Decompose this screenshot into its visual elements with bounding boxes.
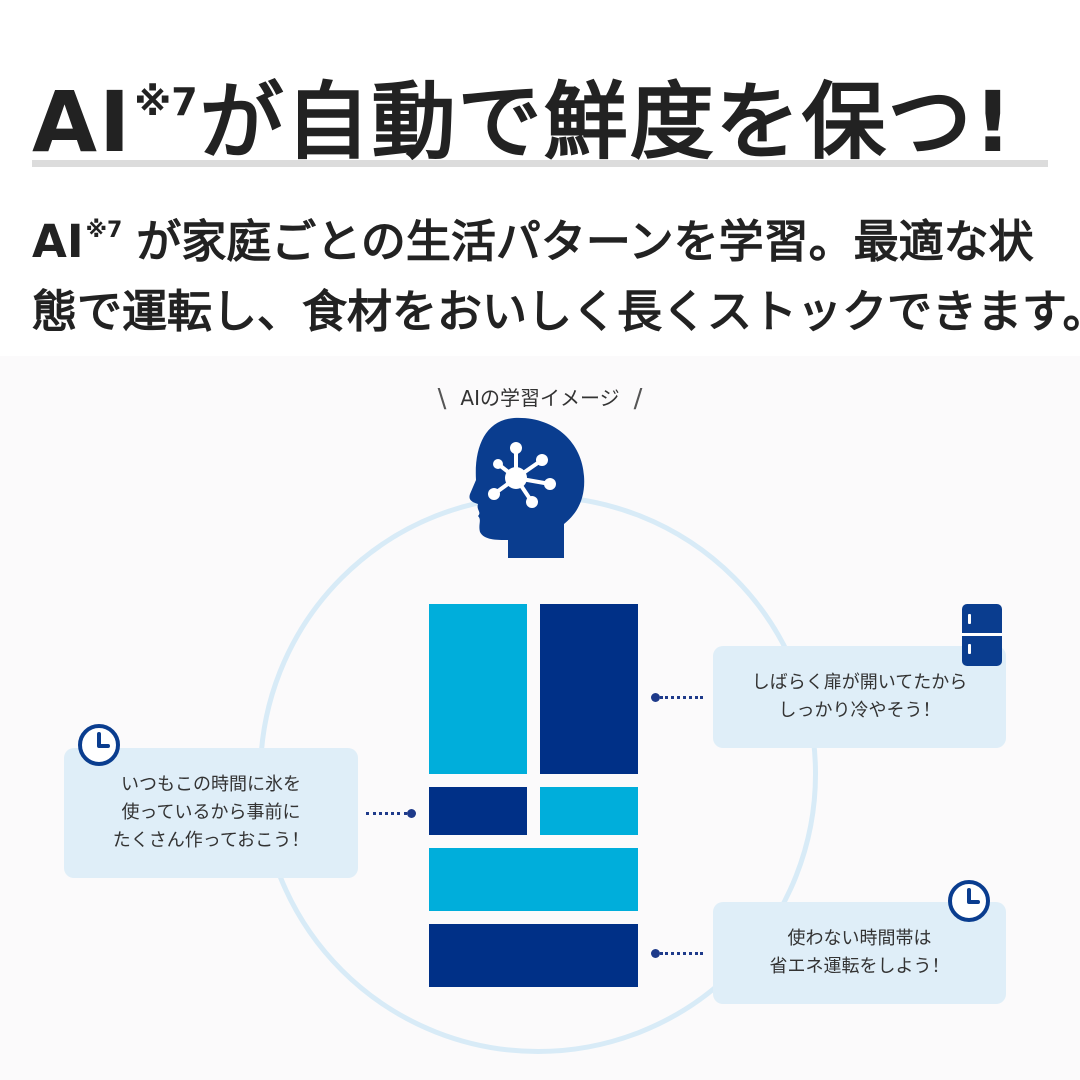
headline-ai: AI [32, 73, 133, 171]
switch-drawer [540, 787, 638, 835]
clock-icon [78, 724, 120, 766]
vegetable-drawer [429, 924, 638, 987]
bubble-ice: いつもこの時間に氷を 使っているから事前に たくさん作っておこう！ [64, 748, 358, 878]
ice-drawer [429, 787, 527, 835]
connector-dot [651, 692, 660, 702]
freezer-drawer [429, 848, 638, 911]
caption-text: AIの学習イメージ [460, 386, 620, 410]
connector-door-open [651, 692, 703, 702]
fridge-left-door [429, 604, 527, 774]
bubble-energy-save-line-2: 省エネ運転をしよう！ [769, 956, 950, 977]
connector-dot [407, 808, 416, 818]
bubble-energy-save: 使わない時間帯は 省エネ運転をしよう！ [713, 902, 1006, 1004]
headline-text: が自動で鮮度を保つ! [199, 73, 1014, 171]
description-note-mark: ※7 [85, 218, 123, 243]
bubble-ice-line-1: いつもこの時間に氷を [121, 774, 301, 795]
bubble-door-open-line-2: しっかり冷やそう！ [778, 700, 941, 721]
fridge-right-door [540, 604, 638, 774]
brain-head-icon [469, 417, 585, 558]
bubble-door-open: しばらく扉が開いてたから しっかり冷やそう！ [713, 646, 1006, 748]
connector-line [660, 951, 703, 955]
diagram-caption: \ AIの学習イメージ / [0, 382, 1080, 414]
description-line-1-text: が家庭ごとの生活パターンを学習。最適な状 [136, 215, 1034, 268]
description-ai: AI [32, 215, 84, 268]
bubble-ice-line-3: たくさん作っておこう！ [112, 830, 310, 851]
bubble-door-open-line-1: しばらく扉が開いてたから [751, 672, 968, 693]
description: AI※7 が家庭ごとの生活パターンを学習。最適な状 態で運転し、食材をおいしく長く… [32, 196, 1080, 347]
headline-divider [32, 160, 1048, 167]
description-line-1: AI※7 が家庭ごとの生活パターンを学習。最適な状 [32, 196, 1062, 277]
clock-icon [948, 880, 990, 922]
caption-left-mark: \ [437, 384, 447, 414]
connector-dot [651, 948, 660, 958]
connector-line [660, 695, 703, 699]
headline-note-mark: ※7 [134, 80, 198, 124]
description-line-2: 態で運転し、食材をおいしく長くストックできます。 [32, 285, 1080, 338]
fridge-icon [962, 604, 1002, 666]
caption-right-mark: / [633, 384, 643, 414]
bubble-ice-line-2: 使っているから事前に [121, 802, 301, 823]
bubble-energy-save-line-1: 使わない時間帯は [787, 928, 932, 949]
connector-line [366, 811, 407, 815]
connector-energy-save [651, 948, 703, 958]
connector-ice [366, 808, 416, 818]
headline: AI※7が自動で鮮度を保つ! [32, 52, 1014, 171]
